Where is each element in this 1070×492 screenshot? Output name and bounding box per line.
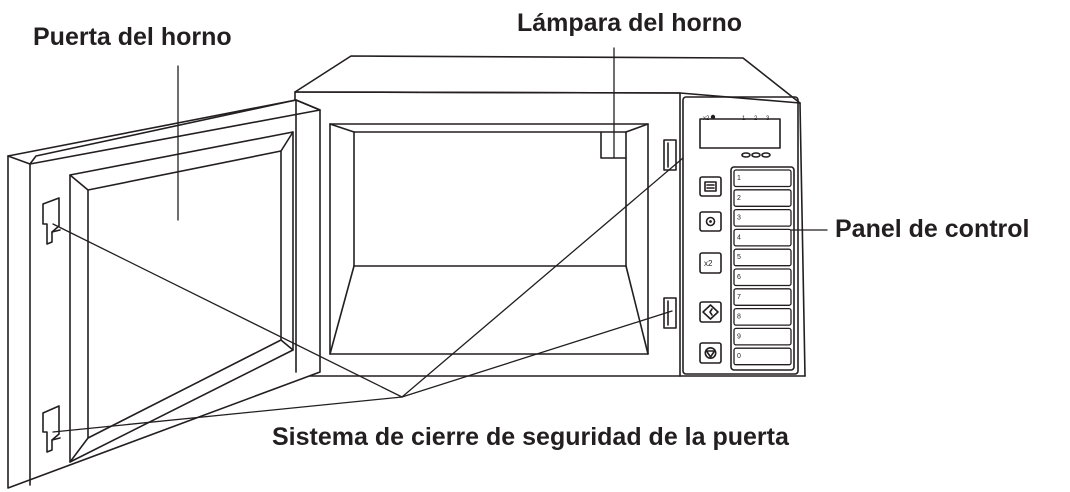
label-door-safety-latch: Sistema de cierre de seguridad de la pue… xyxy=(272,423,789,451)
keypad-key-label-4: 4 xyxy=(737,234,741,241)
keypad-key-label-2: 2 xyxy=(737,195,741,202)
keypad-key-0 xyxy=(733,347,792,366)
times-two-button xyxy=(699,252,722,274)
keypad-key-label-3: 3 xyxy=(737,215,741,222)
display-preset-1: 1 xyxy=(742,116,746,122)
leader-lines xyxy=(52,47,828,433)
oven-cabinet xyxy=(294,55,806,377)
times-two-button-label: x2 xyxy=(704,259,713,268)
keypad-key-label-0: 0 xyxy=(737,353,741,360)
keypad: 1 2 3 4 5 6 7 8 9 0 xyxy=(733,169,792,366)
menu-button xyxy=(699,176,722,197)
door-latch-bottom xyxy=(42,405,61,453)
keypad-key-label-5: 5 xyxy=(737,254,741,261)
keypad-key-7 xyxy=(733,288,792,306)
keypad-key-5 xyxy=(733,248,792,267)
oven-cavity xyxy=(329,123,649,355)
display-x2-indicator: x2 xyxy=(703,116,710,122)
keypad-key-8 xyxy=(733,307,792,326)
keypad-key-label-7: 7 xyxy=(737,294,741,301)
timer-button xyxy=(699,211,722,232)
keypad-key-label-1: 1 xyxy=(737,175,741,182)
keypad-key-label-9: 9 xyxy=(737,333,741,340)
door-latch-top xyxy=(42,197,61,245)
keypad-key-6 xyxy=(733,268,792,287)
label-control-panel: Panel de control xyxy=(835,215,1030,243)
oven-door xyxy=(7,99,321,489)
keypad-key-9 xyxy=(733,327,792,346)
start-button xyxy=(699,301,722,323)
keypad-key-4 xyxy=(733,228,792,247)
keypad-key-2 xyxy=(733,189,792,207)
panel-display xyxy=(699,118,781,149)
keypad-key-label-6: 6 xyxy=(737,274,741,281)
label-oven-lamp: Lámpara del horno xyxy=(517,9,743,37)
display-preset-2: 2 xyxy=(754,116,758,122)
keypad-key-3 xyxy=(733,208,792,227)
keypad-key-label-8: 8 xyxy=(737,314,741,321)
stop-button xyxy=(699,342,722,364)
keypad-key-1 xyxy=(733,169,792,188)
control-panel-outline xyxy=(682,96,799,375)
display-preset-3: 3 xyxy=(766,116,770,122)
latch-slot-top xyxy=(663,139,677,171)
label-oven-door: Puerta del horno xyxy=(33,23,232,51)
